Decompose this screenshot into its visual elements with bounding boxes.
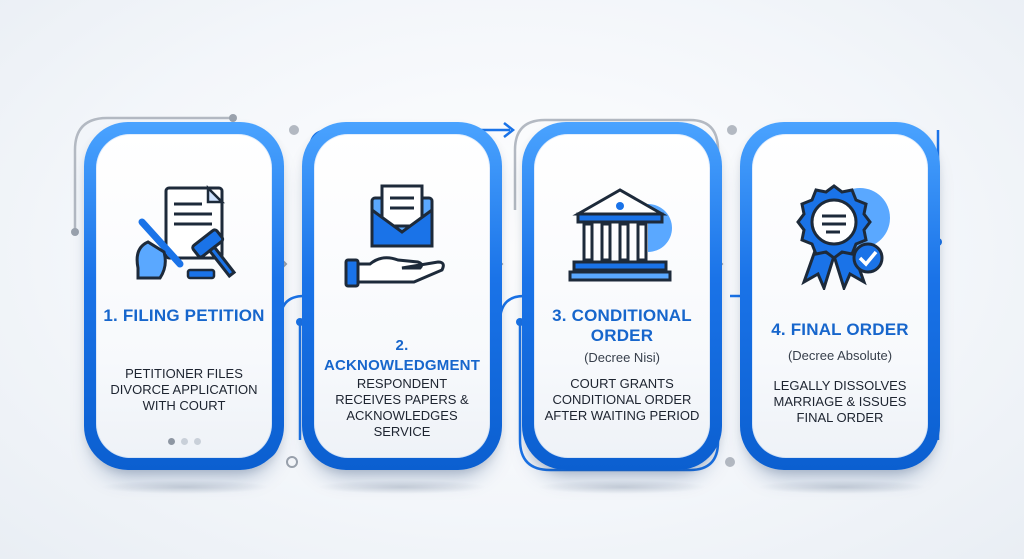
step-card-conditional-order: 3. CONDITIONAL ORDER (Decree Nisi) COURT…	[522, 122, 722, 470]
step-title: 1. FILING PETITION	[103, 306, 265, 325]
card-shadow	[757, 480, 927, 494]
card-shadow	[537, 480, 707, 494]
step-card-body: 4. FINAL ORDER (Decree Absolute) LEGALLY…	[752, 134, 928, 458]
step-description: COURT GRANTS CONDITIONAL ORDER AFTER WAI…	[544, 376, 700, 423]
step-title: 2. ACKNOWLEDGMENT	[323, 337, 481, 374]
step-card-body: 1. FILING PETITION PETITIONER FILES DIVO…	[96, 134, 272, 458]
step-title: 3. CONDITIONAL ORDER	[552, 306, 692, 345]
page-dot	[180, 438, 188, 445]
step-card-acknowledgment: 2. ACKNOWLEDGMENT RESPONDENT RECEIVES PA…	[302, 122, 502, 470]
page-dot	[193, 438, 201, 445]
page-dots	[96, 432, 272, 450]
step-card-final-order: 4. FINAL ORDER (Decree Absolute) LEGALLY…	[740, 122, 940, 470]
step-description: RESPONDENT RECEIVES PAPERS & ACKNOWLEDGE…	[335, 376, 469, 439]
step-subtitle: (Decree Absolute)	[787, 348, 893, 363]
card-shadow	[317, 480, 487, 494]
step-title: 4. FINAL ORDER	[771, 320, 909, 339]
step-card-body: 2. ACKNOWLEDGMENT RESPONDENT RECEIVES PA…	[314, 134, 490, 458]
step-subtitle: (Decree Nisi)	[584, 350, 660, 365]
courthouse-icon	[568, 188, 672, 282]
petition-gavel-icon	[135, 184, 237, 280]
step-card-body: 3. CONDITIONAL ORDER (Decree Nisi) COURT…	[534, 134, 710, 458]
envelope-hand-icon	[344, 184, 445, 288]
page-dot	[167, 438, 175, 445]
card-shadow	[100, 480, 270, 494]
step-description: LEGALLY DISSOLVES MARRIAGE & ISSUES FINA…	[773, 378, 907, 425]
step-description: PETITIONER FILES DIVORCE APPLICATION WIT…	[110, 366, 258, 413]
award-seal-icon	[796, 184, 890, 290]
step-card-filing-petition: 1. FILING PETITION PETITIONER FILES DIVO…	[84, 122, 284, 470]
